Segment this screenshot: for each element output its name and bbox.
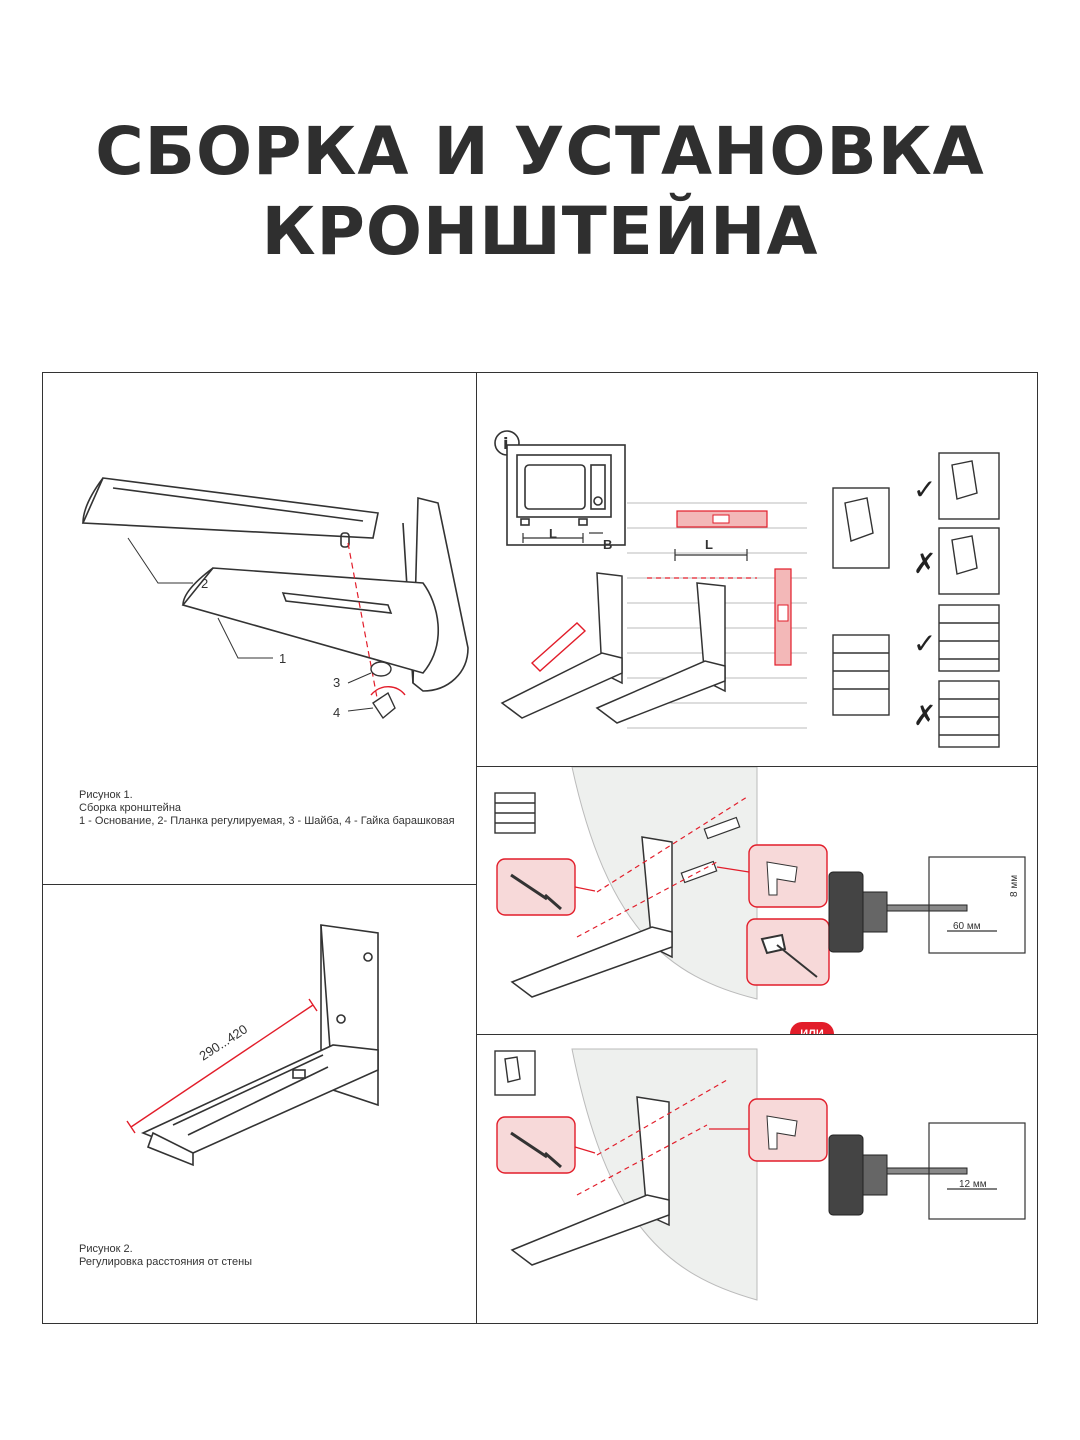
figure1-caption-line2: Сборка кронштейна xyxy=(79,802,182,814)
drill-chuck-icon xyxy=(828,871,968,953)
panel-assembly: 2 1 3 4 Рисунок 1. Сборка кронштейна 1 -… xyxy=(42,372,478,886)
bracket-side-view xyxy=(140,924,379,1167)
correct-hollow-icon xyxy=(938,452,1000,520)
wall-distance-label: L xyxy=(705,537,713,552)
drill-depth-label-2: 12 мм xyxy=(959,1179,987,1190)
adjustable-plate xyxy=(81,477,379,548)
bracket-mounted-2 xyxy=(510,1096,670,1266)
label-3: 3 xyxy=(333,675,340,690)
drill-drywall-drawing: 12 мм xyxy=(494,1048,1026,1301)
wrong-hollow-icon xyxy=(938,527,1000,595)
drill-depth-label: 60 мм xyxy=(953,921,981,932)
checkmark-icon-2: ✓ xyxy=(913,627,936,660)
wing-nut-icon xyxy=(370,686,406,720)
assembly-axis-line xyxy=(347,542,379,704)
screwdriver-callout xyxy=(496,858,576,916)
drill-depth-diagram-2 xyxy=(928,1122,1026,1220)
figure2-caption: Рисунок 2. Регулировка расстояния от сте… xyxy=(79,1243,252,1269)
panel-measure-mark: i L B xyxy=(476,372,1038,768)
correct-brick-icon xyxy=(938,604,1000,672)
drill-diameter-label: 8 мм xyxy=(1009,875,1020,897)
figure2-caption-line2: Регулировка расстояния от стены xyxy=(79,1256,253,1268)
microwave-icon xyxy=(506,444,626,546)
hollow-wall-icon-small xyxy=(494,1050,536,1096)
label-4: 4 xyxy=(333,705,340,720)
bracket-right xyxy=(595,582,726,724)
figure1-caption-line1: Рисунок 1. xyxy=(79,789,133,801)
washer-icon xyxy=(370,661,392,677)
drill-depth-diagram xyxy=(928,856,1026,954)
title-line-2: КРОНШТЕЙНА xyxy=(261,193,819,270)
distance-drawing: 290...420 xyxy=(126,924,379,1167)
bracket-mounted xyxy=(510,836,673,998)
distance-dimension-line xyxy=(130,1004,314,1128)
cross-icon-2: ✗ xyxy=(913,699,936,732)
distance-dimension-label: 290...420 xyxy=(196,1021,250,1063)
label-1: 1 xyxy=(279,651,286,666)
page-title: СБОРКА И УСТАНОВКА КРОНШТЕЙНА xyxy=(0,112,1080,272)
figure2-caption-line1: Рисунок 2. xyxy=(79,1243,133,1255)
info-icon-glyph: i xyxy=(503,434,508,453)
hammer-callout xyxy=(746,918,830,986)
figure1-caption-line3: 1 - Основание, 2- Планка регулируемая, 3… xyxy=(79,815,455,827)
bracket-left xyxy=(500,572,623,719)
panel-distance-adjust: 290...420 Рисунок 2. Регулировка расстоя… xyxy=(42,884,478,1324)
oven-depth-label: B xyxy=(603,537,612,552)
assembly-drawing: 2 1 3 4 xyxy=(81,477,469,720)
label-2: 2 xyxy=(201,576,208,591)
checkmark-icon-1: ✓ xyxy=(913,473,936,506)
drill-callout-2 xyxy=(748,1098,828,1162)
panel-drill-drywall: 12 мм xyxy=(476,1034,1038,1324)
level-tool-icon xyxy=(676,510,792,666)
drill-chuck-icon-2 xyxy=(828,1134,968,1216)
drill-brick-drawing: 60 мм 8 мм xyxy=(494,767,1026,1000)
title-line-1: СБОРКА И УСТАНОВКА xyxy=(95,113,985,190)
screwdriver-callout-2 xyxy=(496,1116,576,1174)
oven-width-label: L xyxy=(549,526,557,541)
drill-callout xyxy=(748,844,828,908)
wrong-brick-icon xyxy=(938,680,1000,748)
brick-wall-icon xyxy=(832,634,890,716)
cross-icon-1: ✗ xyxy=(913,547,936,580)
base-bracket xyxy=(181,496,469,692)
brick-wall-icon-small xyxy=(494,792,536,834)
pencil-icon xyxy=(530,622,587,672)
measure-drawing: i L B xyxy=(494,430,1000,748)
figure1-caption: Рисунок 1. Сборка кронштейна 1 - Основан… xyxy=(79,789,455,828)
panel-drill-brick: 60 мм 8 мм xyxy=(476,766,1038,1036)
hollow-wall-icon xyxy=(832,487,890,569)
